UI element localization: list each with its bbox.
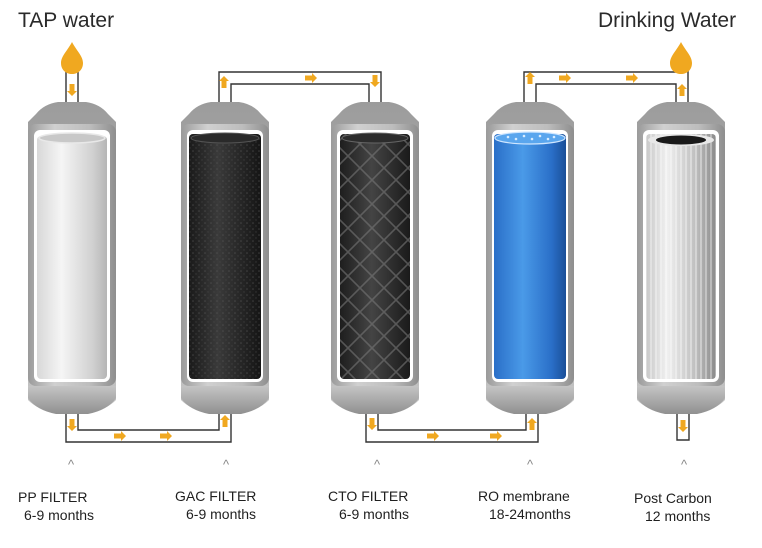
tap-water-drop-icon bbox=[61, 42, 83, 74]
filter-marker-ro: ^ bbox=[526, 457, 534, 472]
pipes bbox=[65, 66, 690, 443]
filter-label-post-carbon: Post Carbon 12 months bbox=[634, 489, 744, 525]
filter-marker-pp: ^ bbox=[67, 457, 75, 472]
filter-name: CTO FILTER bbox=[328, 488, 409, 504]
filter-housing-gac bbox=[181, 102, 269, 414]
filter-name: PP FILTER bbox=[18, 489, 88, 505]
filter-lifespan: 12 months bbox=[645, 508, 711, 524]
filter-housing-ro bbox=[486, 102, 574, 414]
filter-lifespan: 6-9 months bbox=[339, 506, 410, 522]
filter-housing-cto bbox=[331, 102, 419, 414]
filter-lifespan: 6-9 months bbox=[24, 507, 95, 523]
filter-name: GAC FILTER bbox=[175, 488, 257, 504]
filter-label-ro: RO membrane 18-24months bbox=[478, 487, 598, 523]
filter-marker-cto: ^ bbox=[373, 457, 381, 472]
drinking-water-drop-icon bbox=[670, 42, 692, 74]
filter-marker-post-carbon: ^ bbox=[680, 457, 688, 472]
filter-name: Post Carbon bbox=[634, 490, 712, 506]
filter-label-gac: GAC FILTER 6-9 months bbox=[175, 487, 285, 523]
filter-name: RO membrane bbox=[478, 488, 570, 504]
input-label: TAP water bbox=[18, 9, 115, 32]
filter-label-cto: CTO FILTER 6-9 months bbox=[328, 487, 438, 523]
filter-housing-pp bbox=[28, 102, 116, 414]
filter-label-pp: PP FILTER 6-9 months bbox=[18, 488, 118, 524]
filter-lifespan: 6-9 months bbox=[186, 506, 257, 522]
filter-housing-post-carbon bbox=[637, 102, 725, 414]
filter-marker-gac: ^ bbox=[222, 457, 230, 472]
output-label: Drinking Water bbox=[598, 9, 737, 32]
filter-lifespan: 18-24months bbox=[489, 506, 571, 522]
